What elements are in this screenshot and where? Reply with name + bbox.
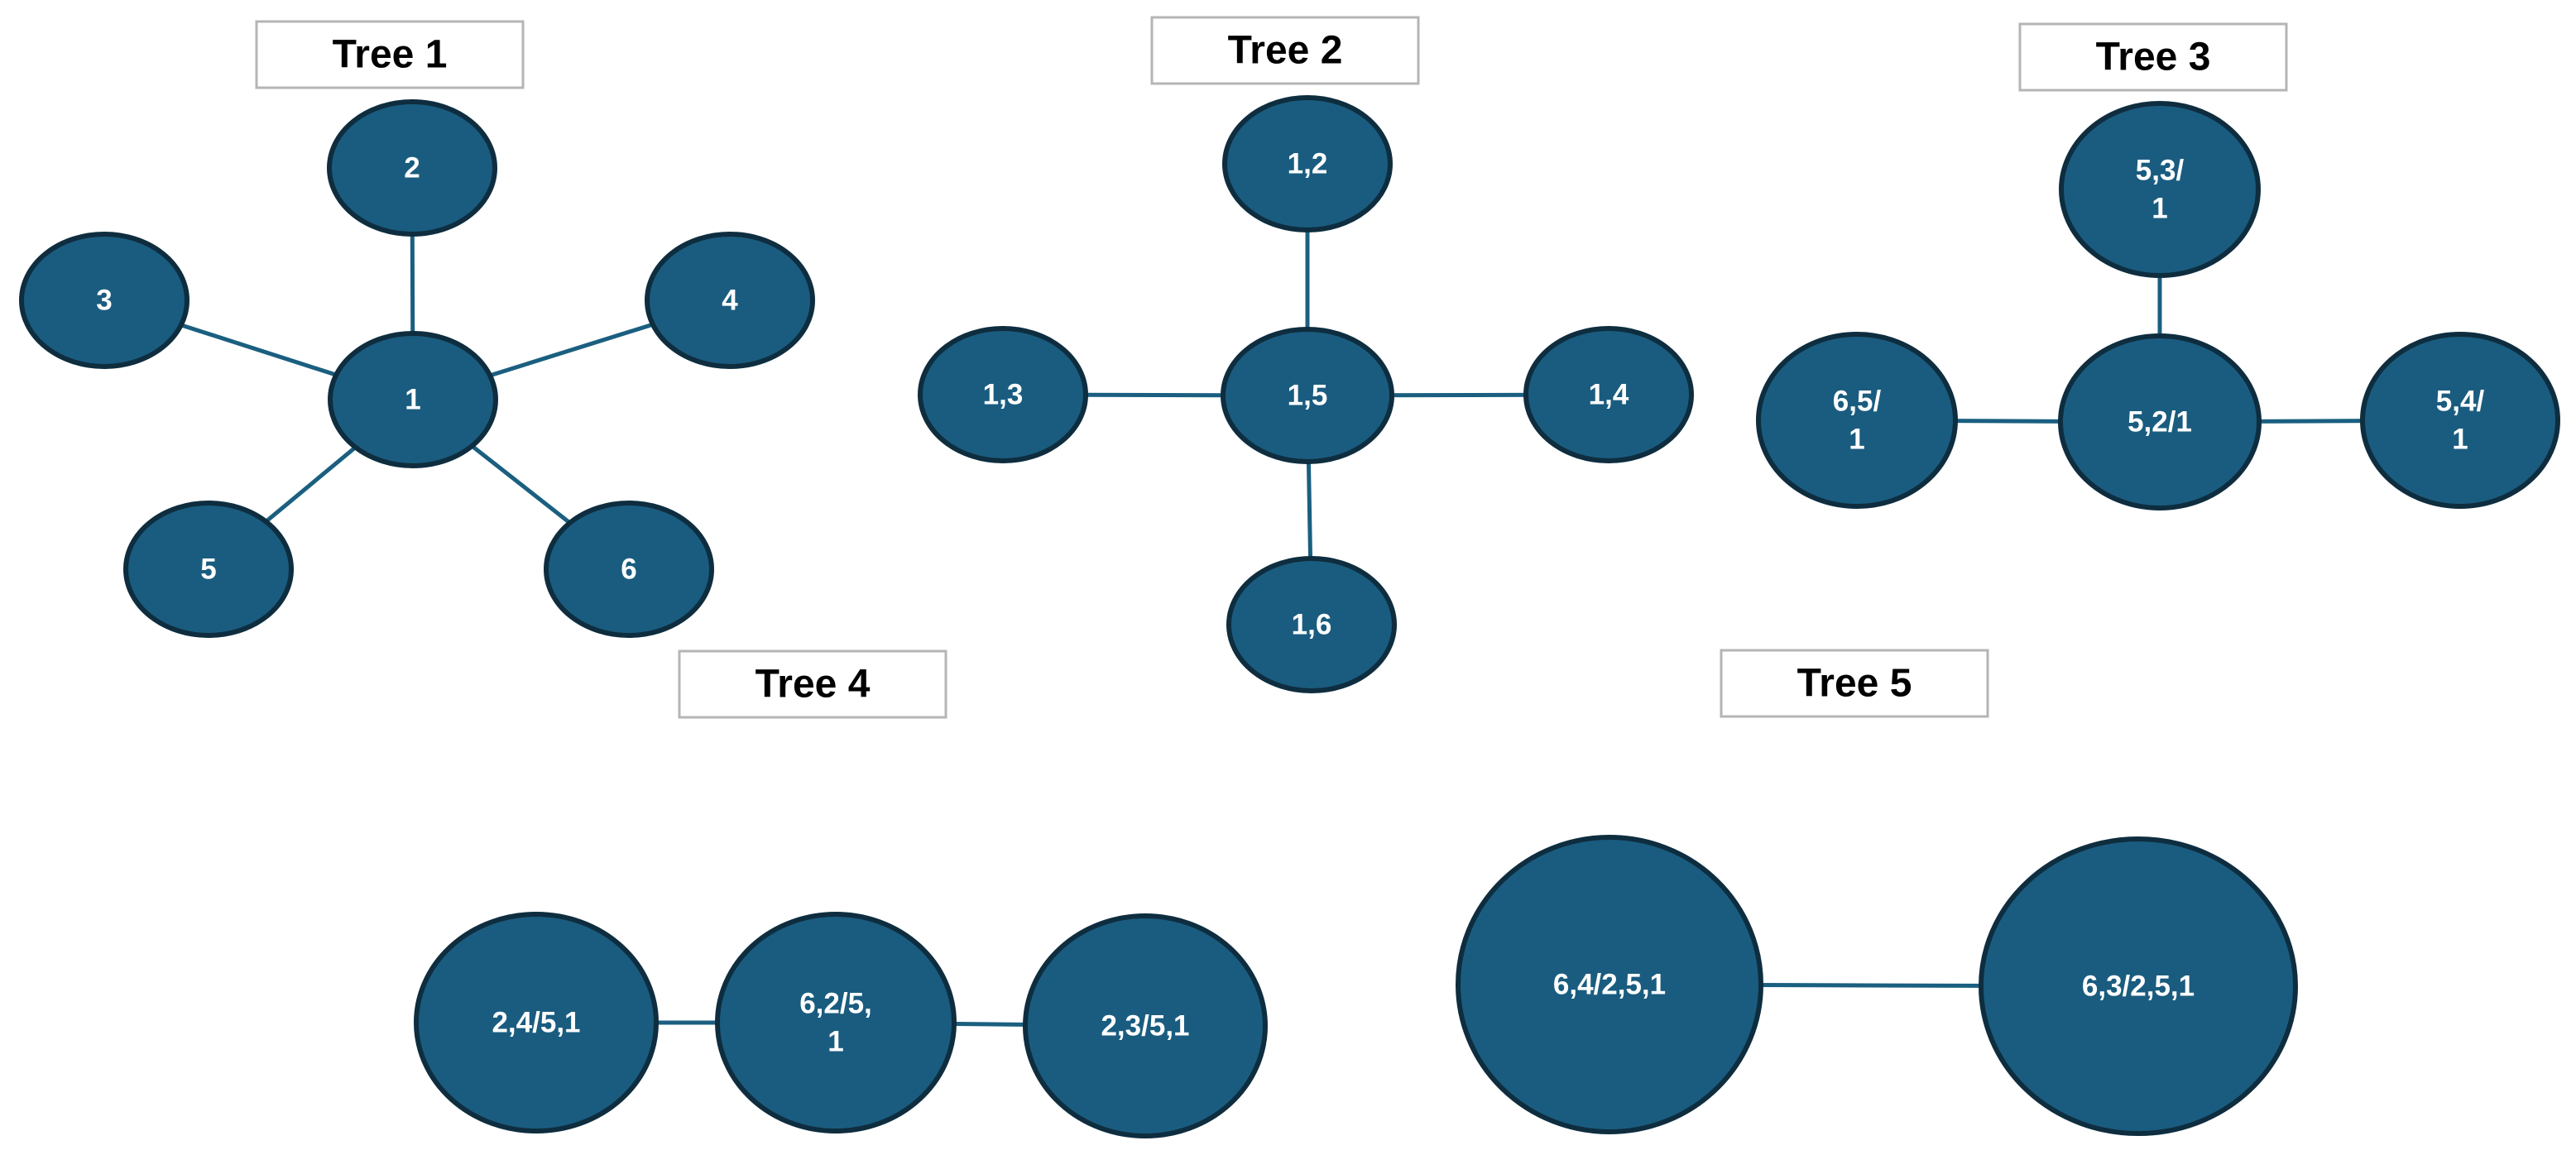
node-label: 4 [722, 284, 738, 316]
node-circle [1456, 835, 1763, 1134]
node-label: 6,4/2,5,1 [1553, 968, 1666, 1000]
node-label: 2,4/5,1 [492, 1006, 580, 1038]
node-label: 1,6 [1292, 608, 1332, 640]
node-circle [544, 501, 714, 638]
node-circle [328, 331, 498, 468]
tree-4: Tree 4 2,4/5,1 6,2/5, 1 2,3/5,1 [414, 649, 1268, 1138]
node-circle [2059, 101, 2261, 278]
node-label: 2,3/5,1 [1101, 1009, 1189, 1042]
node-label: 5,2/1 [2127, 405, 2192, 438]
node-circle [1979, 836, 2298, 1136]
tree-title-box [678, 649, 947, 719]
node-label: 5 [200, 553, 216, 585]
node-circle [715, 912, 957, 1133]
tree-3: Tree 35,2/15,3/16,5/15,4/1 [1756, 22, 2560, 510]
tree-node: 3 [19, 232, 189, 369]
tree-node: 1,2 [1222, 95, 1393, 232]
node-label: 6,2/5, [799, 987, 872, 1019]
tree-title-box [1720, 649, 1989, 718]
node-label: 1 [2151, 192, 2167, 224]
node-label: 1 [2452, 423, 2468, 455]
tree-title-box [1150, 16, 1420, 85]
node-circle [1023, 913, 1268, 1138]
node-label: 2 [404, 151, 420, 184]
tree-node: 1,3 [918, 326, 1088, 463]
node-circle [2360, 332, 2560, 509]
tree-title: Tree 2 [1150, 16, 1420, 85]
tree-node: 1 [328, 331, 498, 468]
node-label: 1,4 [1589, 378, 1629, 410]
tree-node: 6,4/2,5,1 [1456, 835, 1763, 1134]
node-label: 5,3/ [2136, 154, 2185, 186]
tree-node: 6,5/1 [1756, 332, 1958, 509]
node-label: 1,3 [983, 378, 1024, 410]
tree-5: Tree 5 6,4/2,5,1 6,3/2,5,1 [1456, 649, 2298, 1136]
node-label: 1 [827, 1025, 843, 1057]
tree-title-text: Tree 2 [1228, 29, 1343, 73]
tree-title: Tree 4 [678, 649, 947, 719]
node-circle [19, 232, 189, 369]
node-label: 3 [96, 284, 112, 316]
node-circle [645, 232, 815, 369]
node-circle [1226, 556, 1397, 693]
node-circle [1523, 326, 1694, 463]
tree-node: 4 [645, 232, 815, 369]
node-label: 1,2 [1288, 147, 1328, 180]
tree-title: Tree 1 [255, 20, 525, 89]
node-label: 1 [405, 383, 420, 415]
tree-node: 6,2/5, 1 [715, 912, 957, 1133]
tree-node: 2 [327, 99, 497, 237]
tree-title-text: Tree 5 [1797, 662, 1912, 706]
tree-node: 5,2/1 [2058, 333, 2262, 510]
node-circle [1222, 95, 1393, 232]
tree-title: Tree 3 [2018, 22, 2288, 92]
tree-node: 5 [123, 501, 294, 638]
tree-node: 5,4/1 [2360, 332, 2560, 509]
tree-2: Tree 2 1,5 1,2 1,3 1,4 1,6 [918, 16, 1694, 693]
tree-node: 6 [544, 501, 714, 638]
tree-title-box [255, 20, 525, 89]
tree-node: 5,3/1 [2059, 101, 2261, 278]
node-label: 1 [1849, 423, 1864, 455]
tree-node: 6,3/2,5,1 [1979, 836, 2298, 1136]
tree-title-text: Tree 3 [2096, 36, 2211, 79]
tree-title-text: Tree 1 [333, 33, 448, 77]
tree-title: Tree 5 [1720, 649, 1989, 718]
node-label: 1,5 [1288, 379, 1328, 411]
node-circle [1221, 327, 1394, 464]
tree-node: 1,4 [1523, 326, 1694, 463]
tree-node: 2,3/5,1 [1023, 913, 1268, 1138]
node-circle [918, 326, 1088, 463]
node-label: 6 [621, 553, 636, 585]
node-circle [414, 912, 659, 1133]
node-label: 5,4/ [2436, 385, 2485, 417]
node-circle [327, 99, 497, 237]
node-label: 6,5/ [1833, 385, 1882, 417]
node-circle [1756, 332, 1958, 509]
tree-title-box [2018, 22, 2288, 92]
tree-node: 2,4/5,1 [414, 912, 659, 1133]
tree-node: 1,5 [1221, 327, 1394, 464]
node-circle [2058, 333, 2262, 510]
tree-title-text: Tree 4 [756, 663, 871, 707]
tree-node: 1,6 [1226, 556, 1397, 693]
node-label: 6,3/2,5,1 [2082, 970, 2195, 1002]
node-circle [123, 501, 294, 638]
tree-1: Tree 1 1 2 3 4 5 6 [19, 20, 815, 638]
